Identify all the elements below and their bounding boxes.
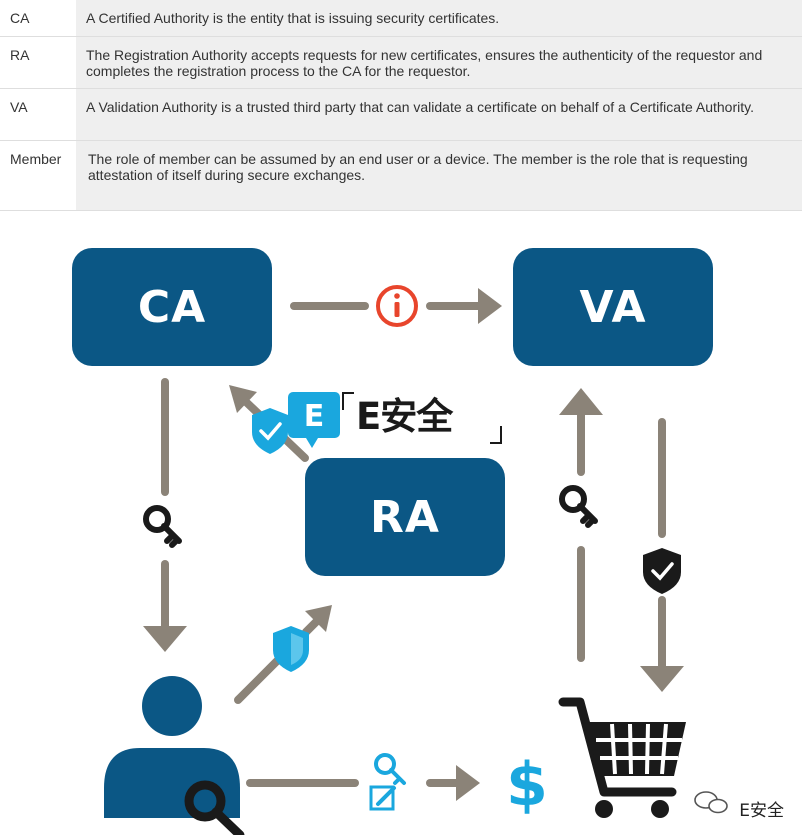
diagram-links: E $ (104, 285, 728, 835)
description-cell: The Registration Authority accepts reque… (76, 36, 802, 88)
info-icon (376, 285, 418, 327)
member-to-cart-arrow (246, 765, 480, 801)
key-icon (562, 488, 595, 525)
shield-icon (273, 626, 309, 672)
edit-icon (369, 753, 406, 811)
member-to-ra-arrow (234, 605, 332, 704)
va-to-cart-arrow (640, 418, 684, 692)
svg-text:$: $ (506, 750, 548, 820)
wechat-icon (694, 791, 728, 814)
term-cell: CA (0, 0, 76, 36)
watermark-text: E安全 (356, 395, 453, 438)
key-icon (146, 508, 179, 545)
ca-node: CA (72, 248, 272, 366)
person-icon (104, 676, 240, 818)
ca-to-member-arrow (143, 378, 187, 652)
key-icon (184, 780, 245, 835)
footer-watermark: E安全 (739, 796, 784, 821)
svg-text:E: E (304, 399, 325, 434)
table-row: VA A Validation Authority is a trusted t… (0, 88, 802, 140)
description-cell: A Validation Authority is a trusted thir… (76, 88, 802, 140)
ra-node: RA (305, 458, 505, 576)
footer-text: E安全 (739, 801, 784, 821)
shopping-cart-icon (558, 697, 686, 818)
watermark-bracket (490, 426, 502, 444)
description-cell: The role of member can be assumed by an … (76, 140, 802, 210)
table-row: CA A Certified Authority is the entity t… (0, 0, 802, 36)
term-cell: Member (0, 140, 76, 210)
pki-diagram: E $ (0, 208, 802, 835)
watermark-logo-icon: E (288, 392, 340, 448)
shield-check-icon (252, 408, 288, 454)
glossary-table: CA A Certified Authority is the entity t… (0, 0, 802, 211)
term-cell: VA (0, 88, 76, 140)
table-row: Member The role of member can be assumed… (0, 140, 802, 210)
shield-check-icon (643, 548, 681, 594)
term-cell: RA (0, 36, 76, 88)
ca-to-va-arrow (290, 288, 502, 324)
va-node: VA (513, 248, 713, 366)
watermark-bracket (342, 392, 354, 410)
cart-to-va-arrow (559, 388, 603, 662)
table-row: RA The Registration Authority accepts re… (0, 36, 802, 88)
description-cell: A Certified Authority is the entity that… (76, 0, 802, 36)
dollar-icon: $ (506, 750, 548, 820)
